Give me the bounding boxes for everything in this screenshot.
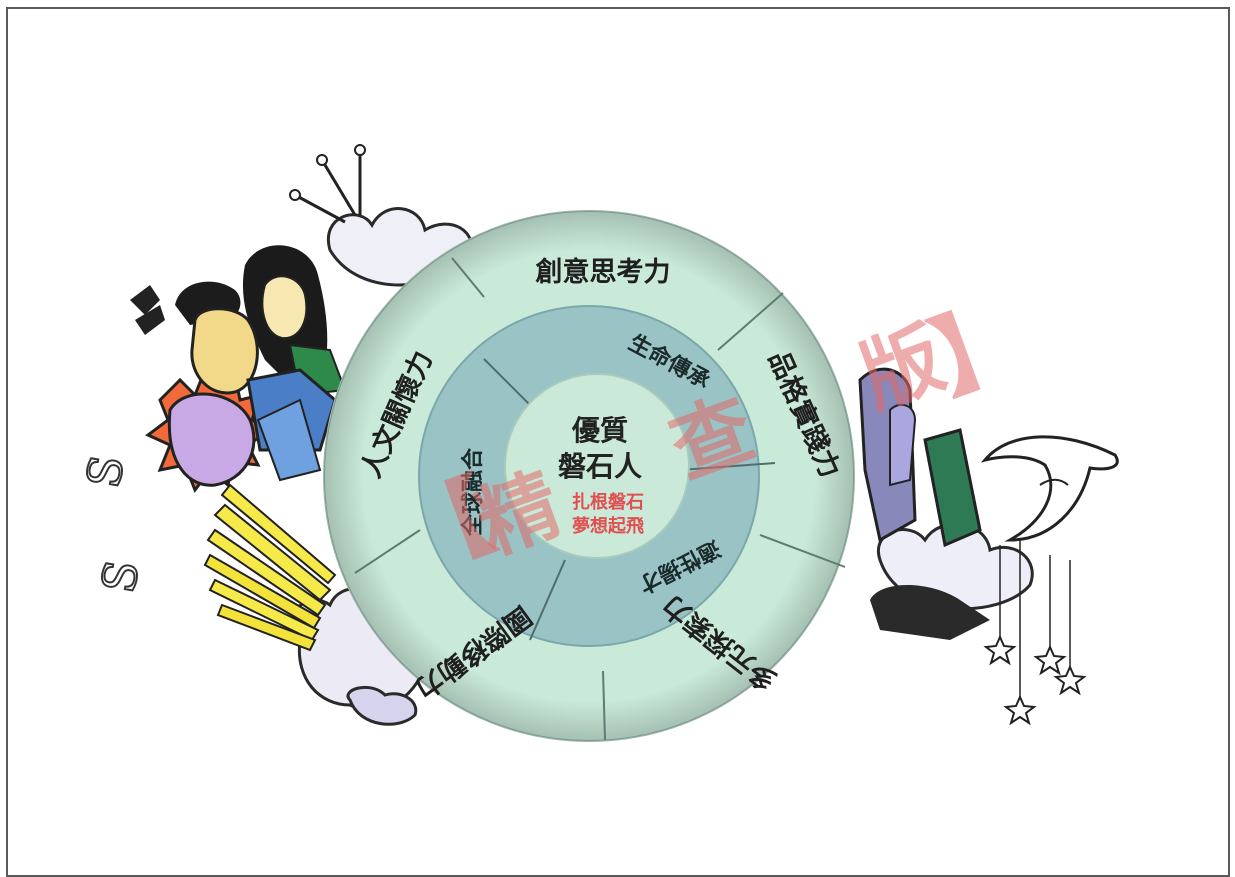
right-illustration	[858, 367, 1119, 726]
moon-icon	[980, 435, 1119, 542]
inner-dividers	[483, 358, 776, 641]
core-sub-line2: 夢想起飛	[572, 515, 644, 537]
circle-diagram: 優質 磐石人 扎根磐石 夢想起飛 生命傳承 適性揚才 全球融合 創意思考力 品格…	[323, 210, 855, 742]
left-illustration: S S	[75, 144, 474, 726]
pencils-icon	[203, 483, 337, 652]
outer-dividers	[354, 257, 846, 741]
core-title-line2: 磐石人	[558, 450, 642, 483]
star-icon	[983, 634, 1087, 726]
inner-label-global: 全球融合	[460, 447, 486, 537]
core-title-line1: 優質	[571, 414, 628, 447]
svg-text:S: S	[91, 556, 150, 596]
outer-label-creative: 創意思考力	[536, 256, 671, 288]
core-circle	[504, 373, 690, 559]
svg-text:S: S	[76, 451, 135, 491]
core-sub-line1: 扎根磐石	[572, 491, 644, 513]
